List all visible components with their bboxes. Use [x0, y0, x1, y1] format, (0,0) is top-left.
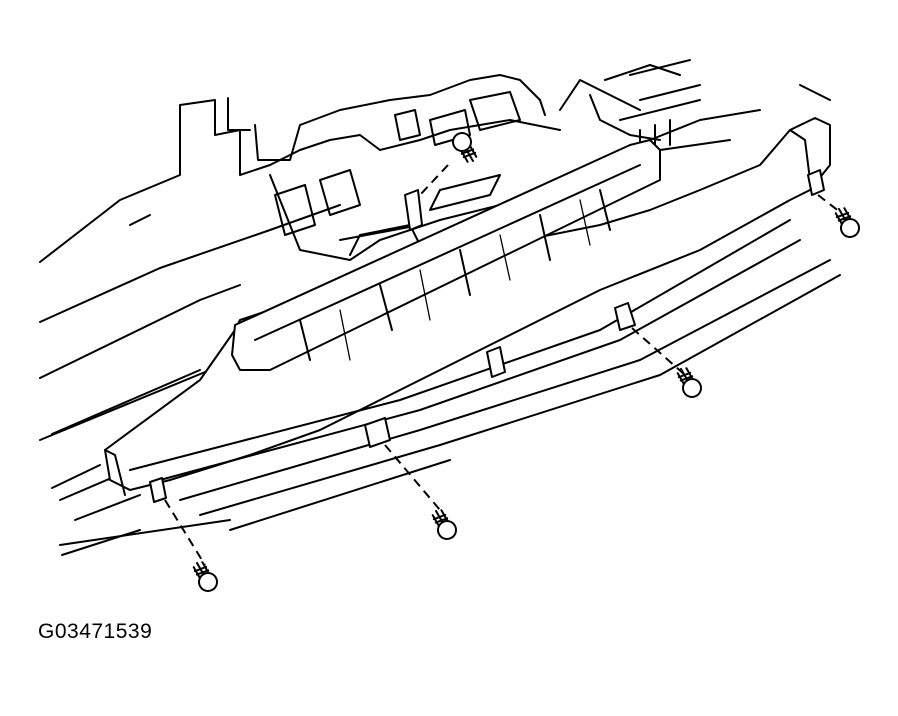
air-inlet-panel	[59, 117, 841, 546]
screw-icon	[452, 132, 478, 163]
screw-icon	[676, 367, 702, 398]
screw-icon	[834, 207, 860, 238]
body-structure	[39, 59, 831, 556]
panel-clips	[149, 169, 825, 503]
screw-icon	[192, 561, 218, 592]
installation-lines	[164, 164, 841, 566]
figure-id: G03471539	[38, 620, 153, 643]
screw-icon	[431, 509, 457, 540]
